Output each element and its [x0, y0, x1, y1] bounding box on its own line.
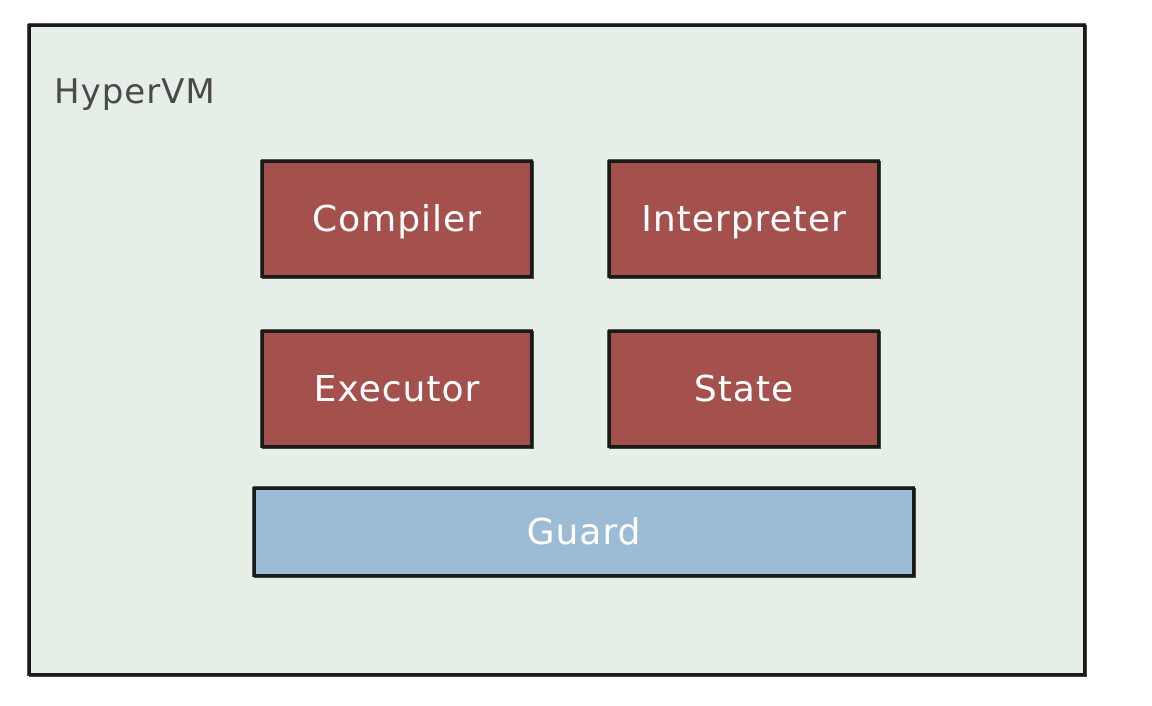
container-title: HyperVM: [54, 72, 216, 112]
executor-block: Executor: [261, 330, 533, 448]
hypervm-container: [28, 24, 1086, 676]
executor-label: Executor: [313, 368, 481, 410]
state-label: State: [693, 368, 795, 410]
compiler-label: Compiler: [311, 198, 483, 240]
guard-label: Guard: [526, 511, 642, 553]
guard-block: Guard: [253, 487, 915, 577]
interpreter-label: Interpreter: [641, 198, 847, 240]
state-block: State: [608, 330, 880, 448]
interpreter-block: Interpreter: [608, 160, 880, 278]
compiler-block: Compiler: [261, 160, 533, 278]
